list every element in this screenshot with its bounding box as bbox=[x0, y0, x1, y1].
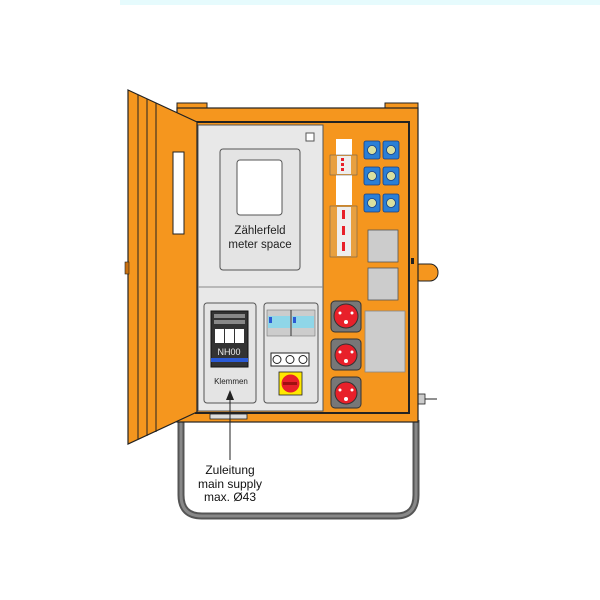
breakers-small bbox=[329, 154, 358, 176]
main-switch[interactable] bbox=[278, 371, 303, 396]
schuko-socket bbox=[363, 166, 381, 186]
cee-socket bbox=[330, 300, 362, 333]
supply-label-3: max. Ø43 bbox=[204, 490, 256, 504]
fuse-label: NH00 bbox=[217, 347, 240, 357]
panel-lock-icon bbox=[305, 132, 315, 142]
open-door[interactable] bbox=[124, 89, 198, 445]
schuko-socket bbox=[382, 193, 400, 213]
meter-label-en: meter space bbox=[228, 239, 291, 251]
bottom-rail-vent bbox=[209, 413, 248, 420]
rcd-breakers bbox=[266, 309, 316, 337]
terminal-block bbox=[270, 352, 310, 367]
breakers-large bbox=[329, 205, 358, 258]
blank-plate bbox=[367, 267, 399, 301]
meter-window bbox=[236, 159, 283, 216]
schuko-sockets bbox=[363, 140, 400, 213]
cable-gland bbox=[416, 393, 437, 405]
schuko-socket bbox=[363, 140, 381, 160]
meter-label-de: Zählerfeld bbox=[234, 225, 285, 237]
arrow-head-icon bbox=[226, 390, 234, 400]
cee-socket bbox=[330, 376, 362, 409]
terminals-label: Klemmen bbox=[214, 377, 248, 386]
supply-label-2: main supply bbox=[198, 477, 262, 491]
cee-socket bbox=[330, 338, 362, 371]
schuko-socket bbox=[382, 140, 400, 160]
supply-label-1: Zuleitung bbox=[205, 463, 254, 477]
schuko-socket bbox=[382, 166, 400, 186]
blank-plate-large bbox=[364, 310, 406, 373]
top-strip bbox=[120, 0, 600, 5]
blank-plate bbox=[367, 229, 399, 263]
schuko-socket bbox=[363, 193, 381, 213]
